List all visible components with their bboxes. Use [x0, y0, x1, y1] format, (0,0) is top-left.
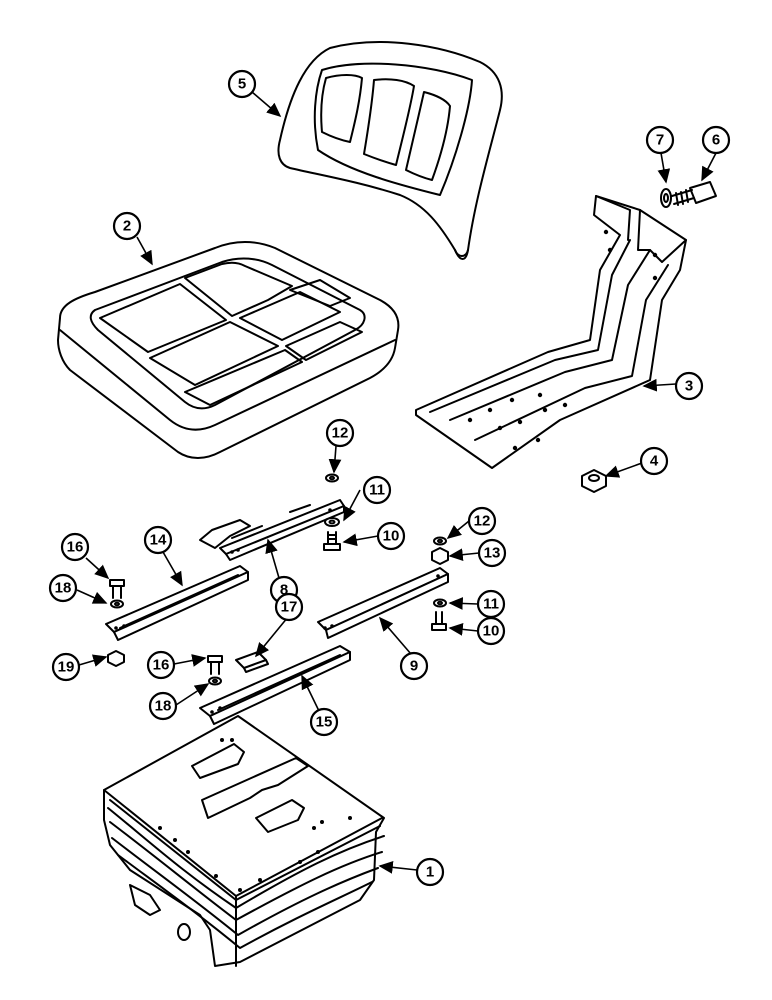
- callout-18a: 18: [48, 573, 78, 603]
- callout-16b-label: 16: [153, 657, 170, 674]
- washer-11-right: [433, 598, 447, 608]
- callout-9-label: 9: [410, 658, 418, 675]
- callout-6: 6: [701, 125, 731, 155]
- bolt-10-right: [431, 611, 447, 631]
- callout-2: 2: [112, 211, 142, 241]
- callout-12a-label: 12: [332, 425, 349, 442]
- callout-7-label: 7: [656, 132, 664, 149]
- suspension-base: [103, 715, 385, 967]
- callout-15-label: 15: [316, 714, 333, 731]
- callout-4-label: 4: [650, 453, 659, 470]
- callout-1-label: 1: [426, 864, 434, 881]
- callout-4: 4: [639, 446, 669, 476]
- slide-rail-9: [317, 567, 449, 639]
- callout-18a-label: 18: [55, 580, 72, 597]
- callout-10a: 10: [376, 521, 406, 551]
- nut-13: [431, 547, 449, 565]
- callout-18b-label: 18: [155, 698, 172, 715]
- callout-16b: 16: [146, 650, 176, 680]
- callout-2-label: 2: [123, 218, 131, 235]
- callout-19-label: 19: [58, 659, 75, 676]
- clip-17: [235, 651, 269, 673]
- callout-10b: 10: [476, 616, 506, 646]
- rail-15: [199, 645, 351, 725]
- washer-12-upper: [325, 473, 339, 483]
- bolt-16-lower: [207, 655, 223, 675]
- washer-18-upper: [110, 599, 124, 609]
- nut-4: [581, 469, 607, 493]
- callout-19: 19: [51, 652, 81, 682]
- backrest-cushion: [277, 41, 503, 260]
- callout-7: 7: [645, 125, 675, 155]
- callout-3: 3: [674, 371, 704, 401]
- callout-12b: 12: [467, 506, 497, 536]
- seat-cushion: [57, 241, 400, 459]
- callout-18b: 18: [148, 691, 178, 721]
- callout-8-label: 8: [280, 582, 288, 599]
- callout-11a-label: 11: [369, 482, 385, 499]
- callout-11b: 11: [476, 589, 506, 619]
- rail-14: [105, 565, 249, 641]
- callout-12a: 12: [325, 418, 355, 448]
- callout-17-label: 17: [281, 599, 298, 616]
- leader-lines: [76, 91, 717, 874]
- callout-5-label: 5: [238, 76, 246, 93]
- callout-1: 1: [415, 857, 445, 887]
- callout-6-label: 6: [712, 132, 720, 149]
- callout-9: 9: [399, 651, 429, 681]
- callout-14-label: 14: [150, 532, 167, 549]
- callout-16a-label: 16: [67, 539, 84, 556]
- bolt-10-upper: [323, 531, 341, 551]
- callout-15: 15: [309, 707, 339, 737]
- callout-17: 17: [274, 592, 304, 622]
- washer-11-upper: [324, 517, 340, 527]
- callout-3-label: 3: [685, 378, 693, 395]
- callout-13: 13: [477, 538, 507, 568]
- bolt-6: [671, 181, 717, 206]
- callout-10a-label: 10: [383, 528, 400, 545]
- callout-13-label: 13: [484, 545, 501, 562]
- callout-12b-label: 12: [474, 513, 491, 530]
- callout-10b-label: 10: [483, 623, 500, 640]
- seat-bracket: [415, 195, 687, 469]
- washer-18-lower: [208, 676, 222, 686]
- bolt-16-upper: [109, 579, 125, 599]
- callout-11b-label: 11: [483, 596, 499, 613]
- washer-12-right: [433, 536, 447, 546]
- callout-16a: 16: [60, 532, 90, 562]
- nut-19: [107, 650, 125, 667]
- callout-11a: 11: [362, 475, 392, 505]
- callout-14: 14: [143, 525, 173, 555]
- callout-5: 5: [227, 69, 257, 99]
- washer-7: [660, 188, 672, 208]
